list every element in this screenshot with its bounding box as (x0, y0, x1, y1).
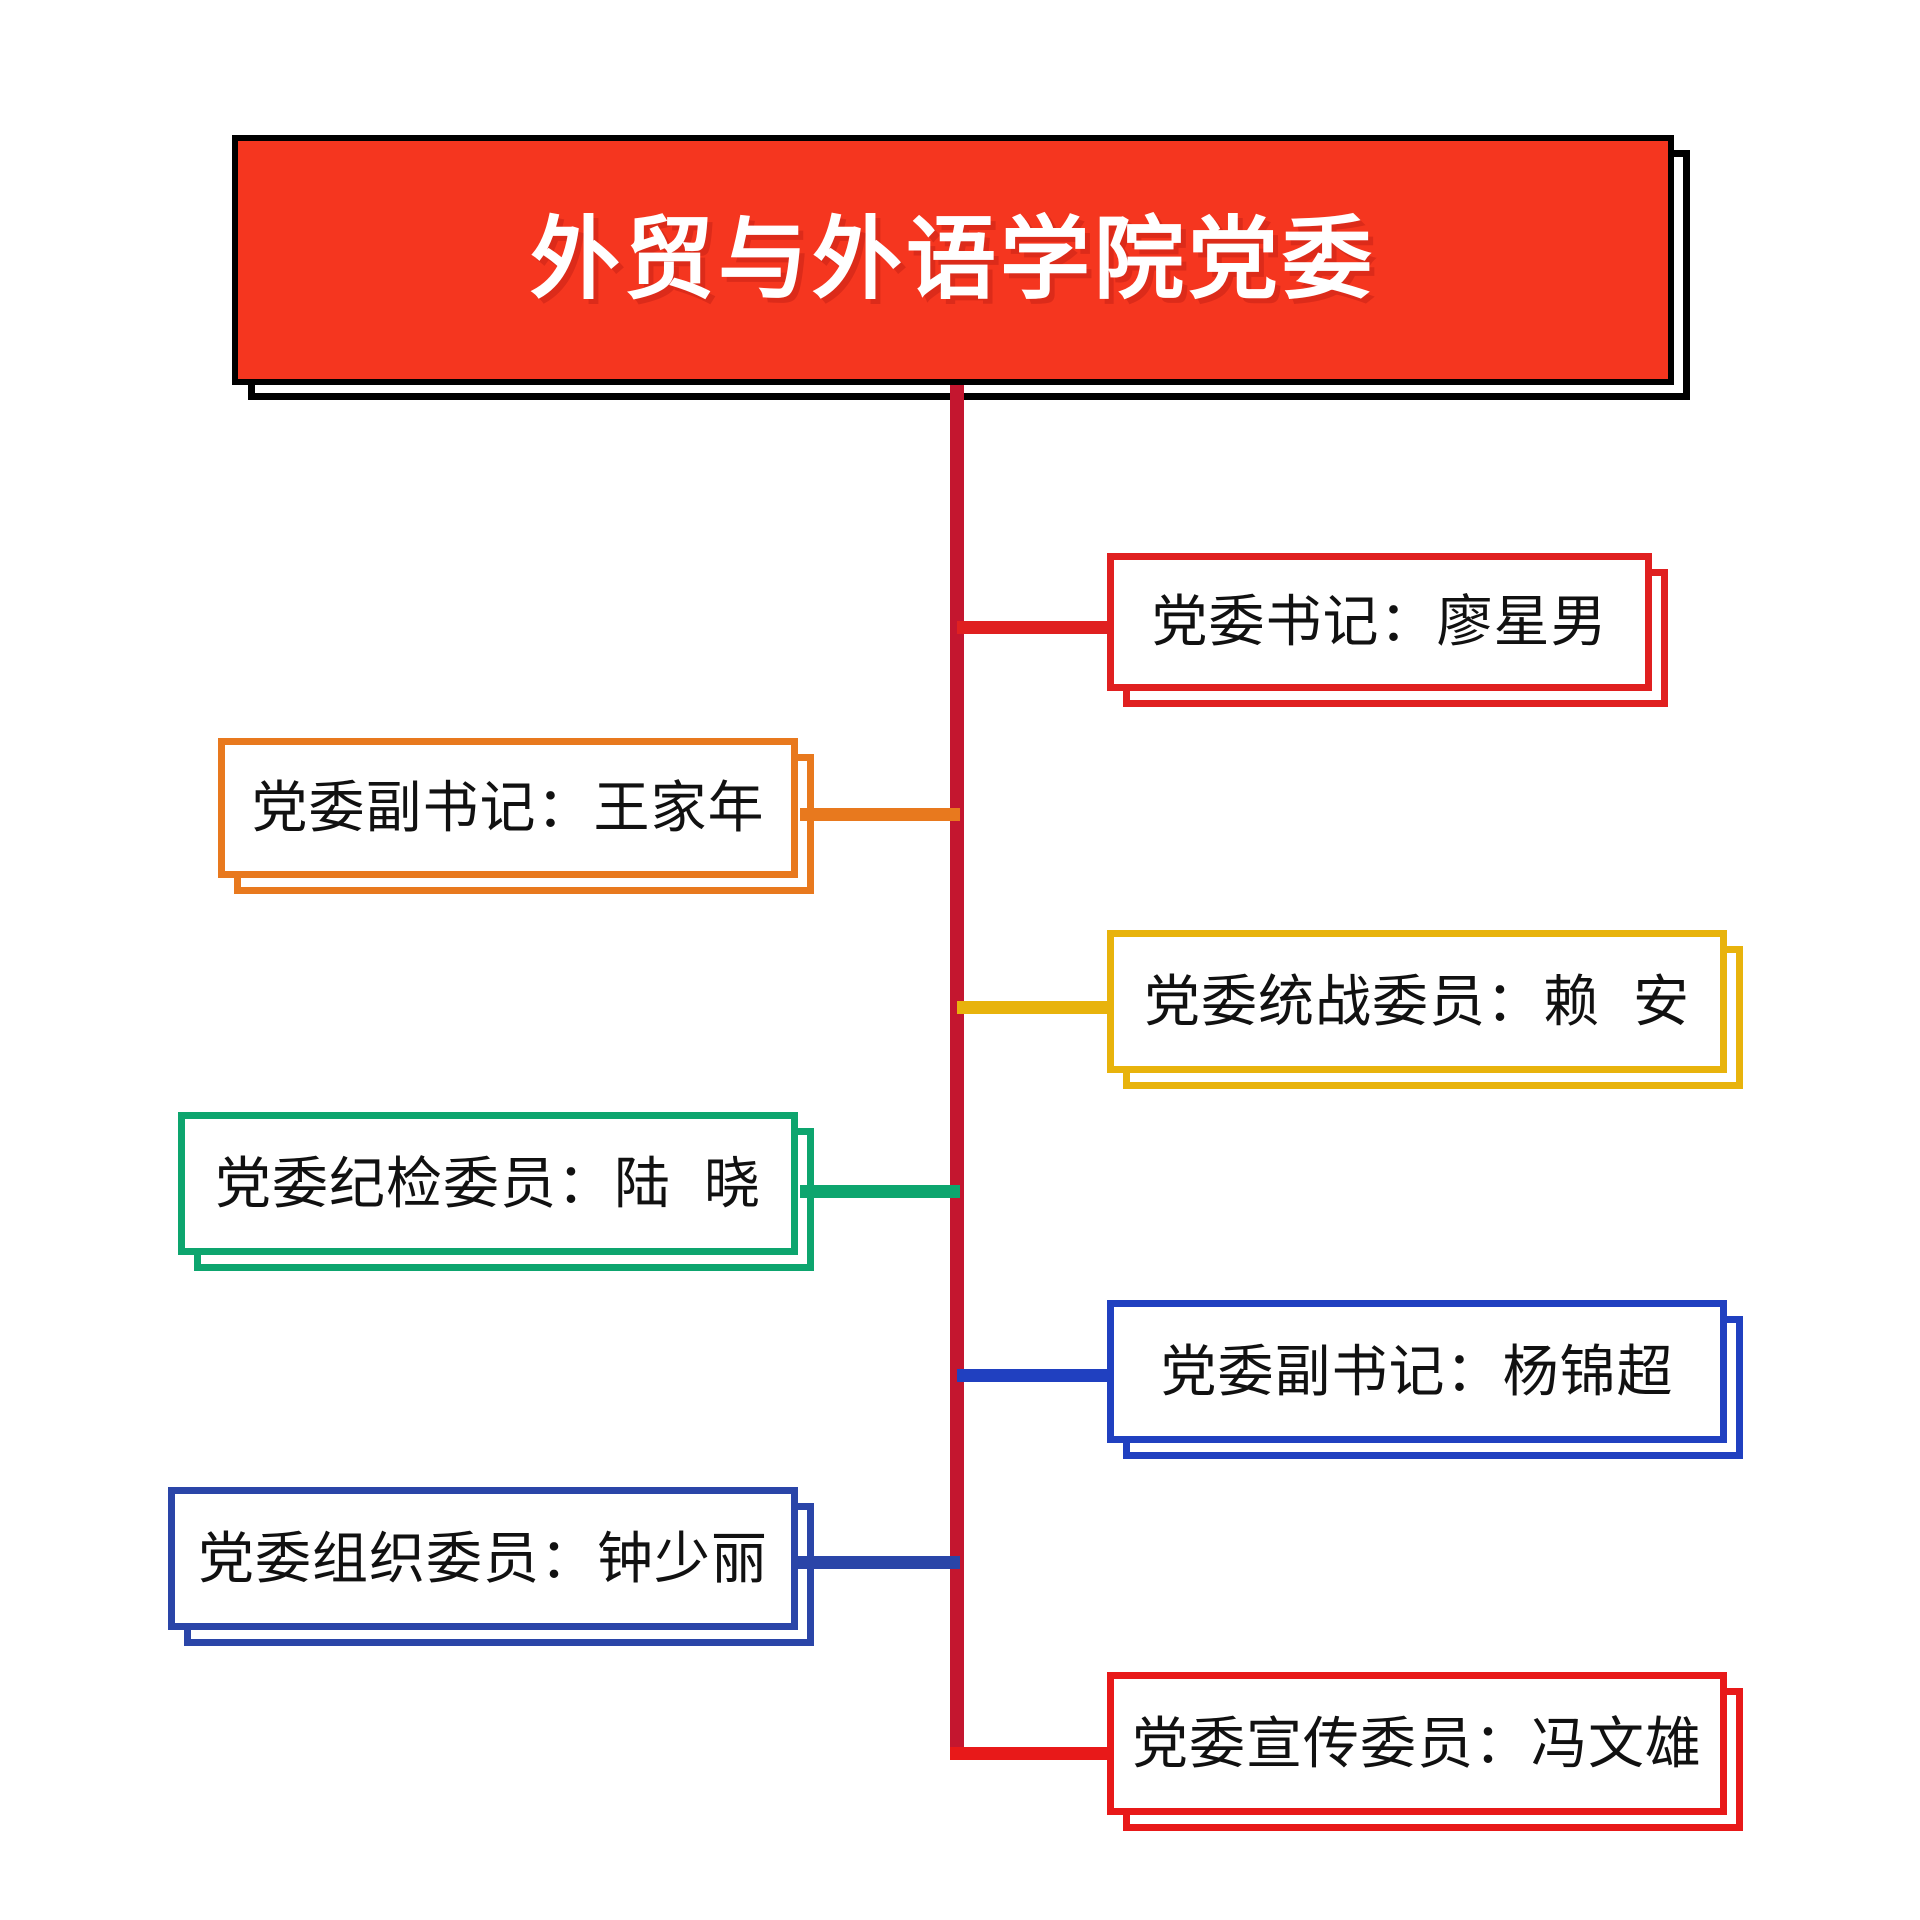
branch-connector-deputy-secretary-yang (957, 1369, 1109, 1382)
node-face[interactable]: 党委宣传委员：冯文雄 (1107, 1672, 1727, 1815)
branch-connector-organization-member (795, 1556, 960, 1569)
branch-connector-discipline-inspection-member (800, 1185, 960, 1198)
node-face[interactable]: 党委副书记：王家年 (218, 738, 798, 878)
node-label: 党委统战委员：赖 安 (1143, 969, 1691, 1033)
node-deputy-secretary-yang[interactable]: 党委副书记：杨锦超 (1107, 1300, 1743, 1459)
node-united-front-member[interactable]: 党委统战委员：赖 安 (1107, 930, 1743, 1089)
branch-connector-publicity-member (950, 1747, 1110, 1760)
node-face[interactable]: 党委纪检委员：陆 晓 (178, 1112, 798, 1255)
node-face[interactable]: 党委统战委员：赖 安 (1107, 930, 1727, 1073)
node-deputy-secretary-wang[interactable]: 党委副书记：王家年 (218, 738, 814, 894)
node-label: 党委书记：廖星男 (1151, 590, 1608, 653)
node-label: 党委纪检委员：陆 晓 (214, 1151, 762, 1215)
root-node-party-committee[interactable]: 外贸与外语学院党委 (232, 135, 1674, 385)
node-label: 党委组织委员：钟少丽 (198, 1526, 768, 1590)
node-face[interactable]: 党委副书记：杨锦超 (1107, 1300, 1727, 1443)
node-face[interactable]: 党委组织委员：钟少丽 (168, 1487, 798, 1630)
node-face[interactable]: 党委书记：廖星男 (1107, 553, 1652, 691)
node-label: 党委副书记：杨锦超 (1160, 1339, 1674, 1403)
node-label: 党委副书记：王家年 (251, 776, 765, 839)
branch-connector-deputy-secretary-wang (800, 808, 960, 821)
node-discipline-inspection-member[interactable]: 党委纪检委员：陆 晓 (178, 1112, 814, 1271)
node-party-secretary[interactable]: 党委书记：廖星男 (1107, 553, 1668, 707)
node-organization-member[interactable]: 党委组织委员：钟少丽 (168, 1487, 814, 1646)
node-publicity-member[interactable]: 党委宣传委员：冯文雄 (1107, 1672, 1743, 1831)
branch-connector-united-front-member (957, 1001, 1109, 1014)
node-label: 党委宣传委员：冯文雄 (1132, 1711, 1702, 1775)
branch-connector-party-secretary (957, 621, 1109, 634)
root-node-title: 外贸与外语学院党委 (530, 210, 1376, 310)
spine-vertical-main (950, 385, 964, 1760)
